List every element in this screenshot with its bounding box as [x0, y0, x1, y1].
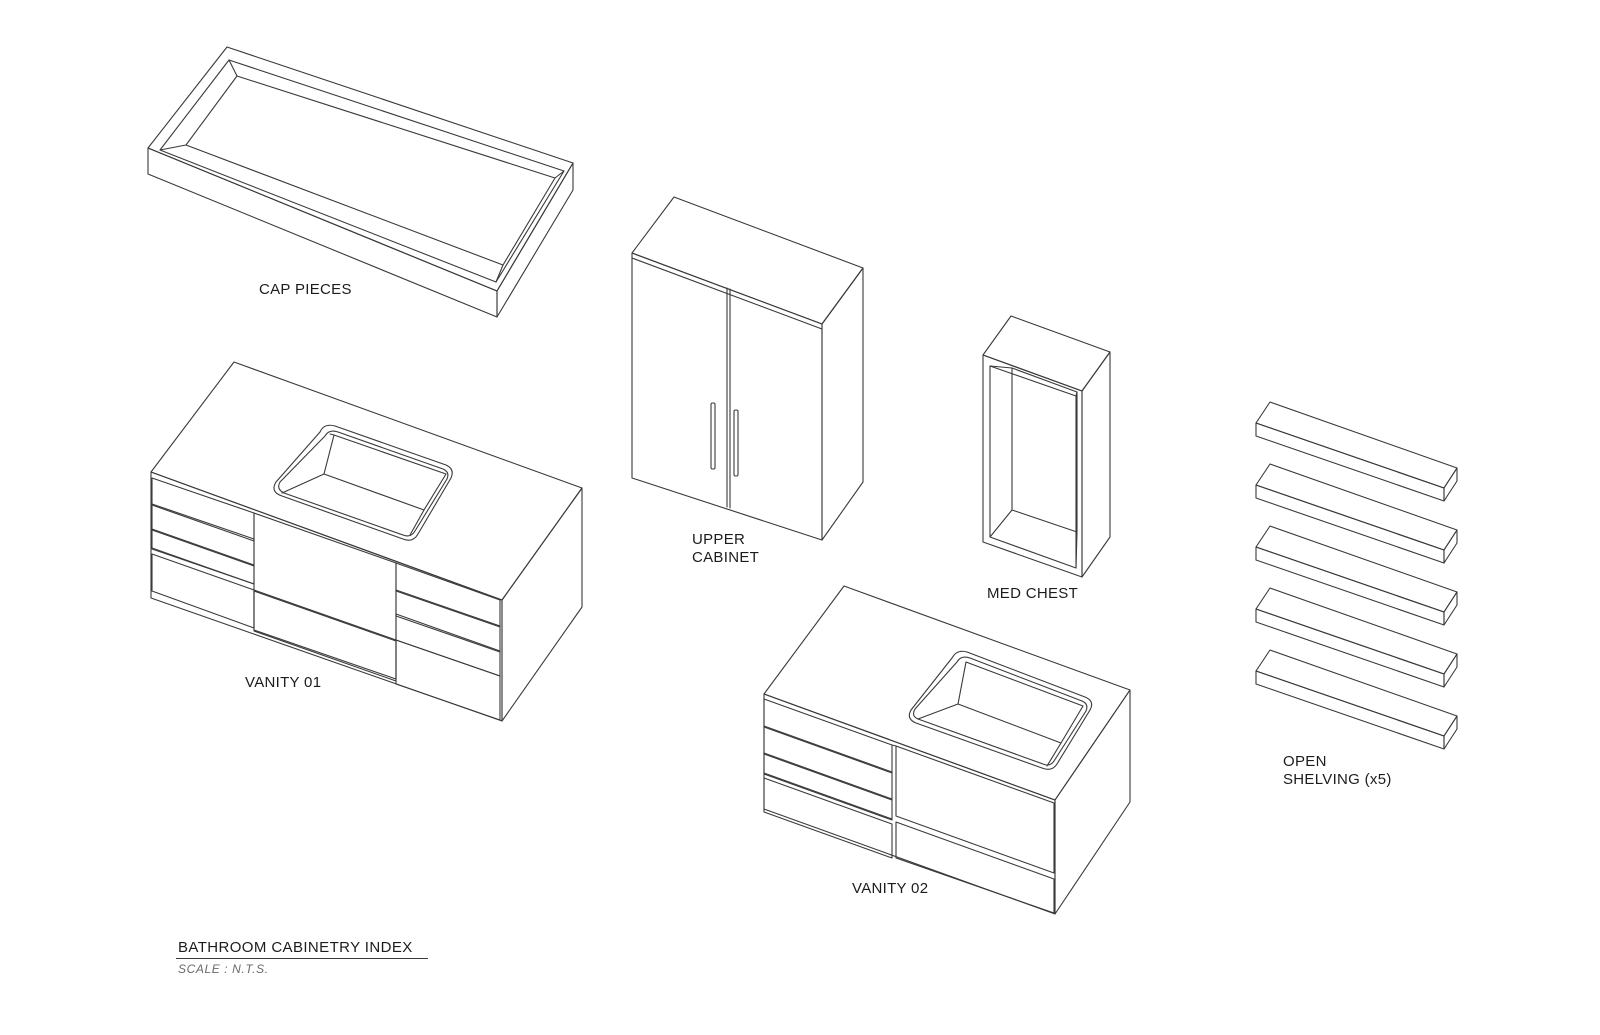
open-shelving-label-line1: OPEN: [1283, 753, 1327, 770]
open-shelving-label-line2: SHELVING (x5): [1283, 771, 1392, 788]
cap-pieces-drawing: [147, 46, 574, 318]
shelf-3: [1255, 525, 1458, 626]
vanity-02-drawing: [763, 585, 1131, 915]
med-chest-label: MED CHEST: [987, 585, 1079, 602]
title-underline: [176, 958, 428, 959]
shelf-5: [1255, 649, 1458, 750]
med-chest-drawing: [982, 315, 1111, 578]
upper-cabinet-label-line1: UPPER: [692, 531, 746, 548]
shelf-1: [1255, 401, 1458, 502]
sheet-scale: SCALE : N.T.S.: [178, 962, 269, 976]
cap-pieces-label: CAP PIECES: [259, 281, 352, 298]
sheet-title: BATHROOM CABINETRY INDEX: [178, 939, 413, 956]
vanity-02-label: VANITY 02: [852, 880, 929, 897]
shelf-2: [1255, 463, 1458, 564]
vanity-01-drawing: [150, 361, 583, 722]
vanity-01-label: VANITY 01: [245, 674, 322, 691]
upper-cabinet-label-line2: CABINET: [692, 549, 760, 566]
upper-cabinet-drawing: [631, 196, 864, 541]
open-shelving-drawing: [1255, 401, 1458, 750]
shelf-4: [1255, 587, 1458, 688]
